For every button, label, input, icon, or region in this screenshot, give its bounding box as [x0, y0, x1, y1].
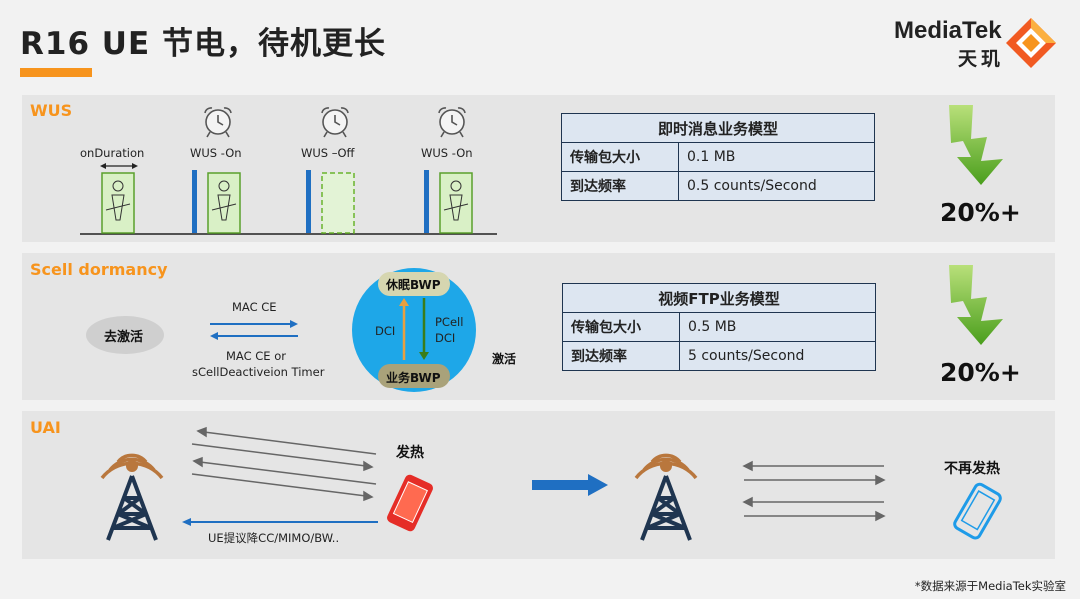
deactivate-ellipse: [86, 316, 164, 354]
transition-arrow: [532, 474, 608, 496]
mac-ce-bottom-label-1: MAC CE or: [226, 349, 286, 363]
mac-ce-bottom-label-2: sCellDeactiveion Timer: [192, 365, 325, 379]
uai-title: UAI: [30, 418, 61, 437]
deactivate-label: 去激活: [104, 330, 144, 345]
heat-label: 发热: [396, 445, 424, 461]
scell-title: Scell dormancy: [30, 260, 168, 279]
no-heat-label: 不再发热: [944, 461, 1000, 477]
mac-ce-top-label: MAC CE: [232, 300, 277, 314]
brand-name-cn: 天玑: [958, 48, 1005, 70]
cell-tower-icon: [634, 453, 698, 541]
table-header: 视频FTP业务模型: [562, 283, 876, 313]
cool-phone-icon: [953, 482, 1002, 540]
pcell-dci-label: DCI: [435, 331, 456, 345]
hot-phone-icon: [387, 474, 433, 532]
mediatek-logo-icon: [1006, 18, 1056, 68]
active-bwp-label: 业务BWP: [386, 371, 441, 385]
wus-on-label-1: WUS -On: [190, 146, 242, 160]
ue-proposal-label: UE提议降CC/MIMO/BW..: [208, 531, 340, 545]
cell-tower-icon: [100, 453, 164, 541]
wus-timeline-diagram: [80, 107, 497, 235]
page-title: R16 UE 节电，待机更长: [20, 26, 386, 62]
scell-panel: [22, 253, 1055, 400]
data-source-note: *数据来源于MediaTek实验室: [914, 579, 1066, 593]
table-header: 即时消息业务模型: [561, 113, 875, 143]
dormant-bwp-label: 休眠BWP: [386, 278, 441, 292]
uai-signal-arrows-after: [742, 460, 886, 522]
lightning-icon: [949, 105, 1003, 185]
activate-label: 激活: [492, 352, 517, 366]
wus-saving-value: 20%+: [940, 198, 1021, 227]
mac-ce-arrows: [210, 320, 298, 340]
wus-off-label: WUS –Off: [301, 146, 355, 160]
wus-title: WUS: [30, 101, 73, 120]
title-underline: [20, 68, 92, 77]
bwp-cycle-diagram: [352, 268, 476, 392]
lightning-icon: [949, 265, 1003, 345]
scell-saving-value: 20%+: [940, 358, 1021, 387]
brand-name: MediaTek: [894, 17, 1002, 44]
uai-signal-arrows: [182, 426, 378, 526]
pcell-label: PCell: [435, 315, 464, 329]
dci-label: DCI: [375, 324, 396, 338]
on-duration-label: onDuration: [80, 146, 145, 160]
wus-on-label-2: WUS -On: [421, 146, 473, 160]
